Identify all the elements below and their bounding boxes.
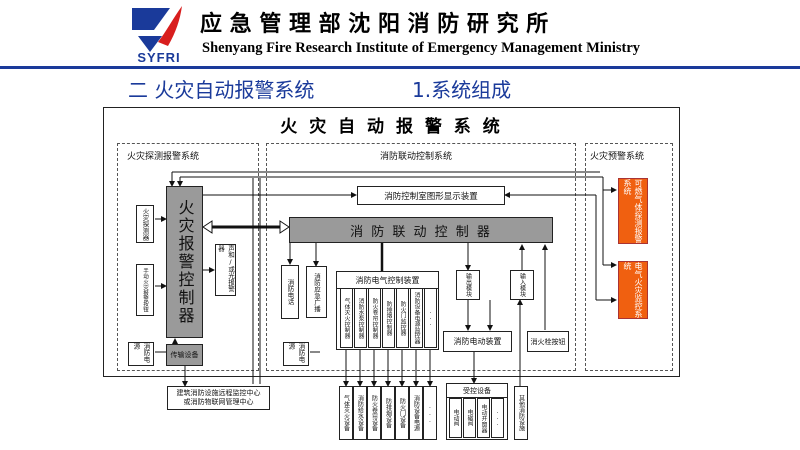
power-mid-box: 消防电源 bbox=[283, 342, 309, 366]
subsection-title: 1.系统组成 bbox=[412, 78, 512, 102]
field-device-box: 防火卷帘设备 bbox=[367, 386, 381, 440]
hydrant-button-box: 消火栓按钮 bbox=[527, 331, 569, 352]
control-device-box: 气体灭火控制器 bbox=[340, 288, 353, 348]
control-device-box: 防排烟控制器 bbox=[382, 288, 395, 348]
remote-center-line2: 或消防物联网管理中心 bbox=[183, 398, 254, 406]
remote-center-line1: 建筑消防设施远程监控中心 bbox=[176, 389, 261, 397]
group-warning-label: 火灾预警系统 bbox=[590, 149, 645, 162]
group-linkage bbox=[266, 143, 576, 371]
graphic-display-box: 消防控制室图形显示装置 bbox=[357, 186, 505, 205]
group-detection-label: 火灾探测报警系统 bbox=[127, 149, 200, 162]
logo-text: SYFRI bbox=[137, 50, 181, 65]
control-device-box: 消防设备电源监控器 bbox=[410, 288, 423, 348]
control-device-box: 防火门监控器 bbox=[396, 288, 409, 348]
logo-emblem-icon bbox=[132, 6, 182, 52]
field-device-box: ... bbox=[423, 386, 437, 440]
field-device-box: 消防给水设备 bbox=[353, 386, 367, 440]
sound-light-alarm-box: 声和/或光报警器 bbox=[215, 244, 236, 296]
header-title-cn: 应 急 管 理 部 沈 阳 消 防 研 究 所 bbox=[200, 11, 549, 37]
remote-center-box: 建筑消防设施远程监控中心 或消防物联网管理中心 bbox=[167, 386, 270, 410]
logo: SYFRI bbox=[128, 2, 190, 65]
input-module-box: 输入模块 bbox=[510, 270, 534, 300]
controlled-item-box: 电动开窗器 bbox=[477, 398, 490, 438]
fire-detector-box: 火灾探测器 bbox=[136, 205, 154, 243]
controlled-equipment-label: 受控设备 bbox=[447, 384, 507, 398]
electrical-fire-box: 电气火灾监控系统 bbox=[618, 261, 648, 319]
field-device-box: 气体灭火设备 bbox=[339, 386, 353, 440]
field-device-box: 防火门设备 bbox=[395, 386, 409, 440]
combustible-gas-box: 可燃气体探测报警系统 bbox=[618, 178, 648, 244]
manual-button-box: 手动火灾报警按钮 bbox=[136, 264, 154, 316]
control-device-box: 消防水泵控制器 bbox=[354, 288, 367, 348]
other-facilities-box: 其他消防设施 bbox=[514, 386, 528, 440]
transmission-box: 传输设备 bbox=[166, 344, 203, 366]
linkage-controller-box: 消 防 联 动 控 制 器 bbox=[289, 217, 553, 243]
group-warning bbox=[585, 143, 673, 371]
fire-phone-box: 消防电话 bbox=[281, 265, 299, 319]
control-device-box: ... bbox=[424, 288, 437, 348]
controlled-item-box: 电磁阀 bbox=[463, 398, 476, 438]
header-title-en: Shenyang Fire Research Institute of Emer… bbox=[202, 40, 641, 56]
field-device-box: 消防设备电源 bbox=[409, 386, 423, 440]
diagram-frame bbox=[103, 107, 680, 377]
field-device-box: 防排烟设备 bbox=[381, 386, 395, 440]
controlled-item-box: 电动阀 bbox=[449, 398, 462, 438]
control-device-box: 防火卷帘控制器 bbox=[368, 288, 381, 348]
controlled-item-box: ... bbox=[491, 398, 504, 438]
group-detection bbox=[117, 143, 259, 371]
group-linkage-label: 消防联动控制系统 bbox=[380, 149, 453, 162]
section-title: 二 火灾自动报警系统 bbox=[128, 78, 315, 102]
header-divider bbox=[0, 66, 800, 69]
diagram-title: 火 灾 自 动 报 警 系 统 bbox=[280, 117, 503, 137]
emergency-broadcast-box: 消防应急广播 bbox=[306, 266, 327, 318]
electric-control-device-label: 消防电气控制装置 bbox=[337, 272, 438, 289]
electric-actuator-box: 消防电动装置 bbox=[443, 331, 512, 352]
fire-alarm-controller-box: 火灾报警控制器 bbox=[166, 186, 203, 338]
power-left-box: 消防电源 bbox=[128, 342, 154, 366]
output-module-box: 输出模块 bbox=[456, 270, 480, 300]
